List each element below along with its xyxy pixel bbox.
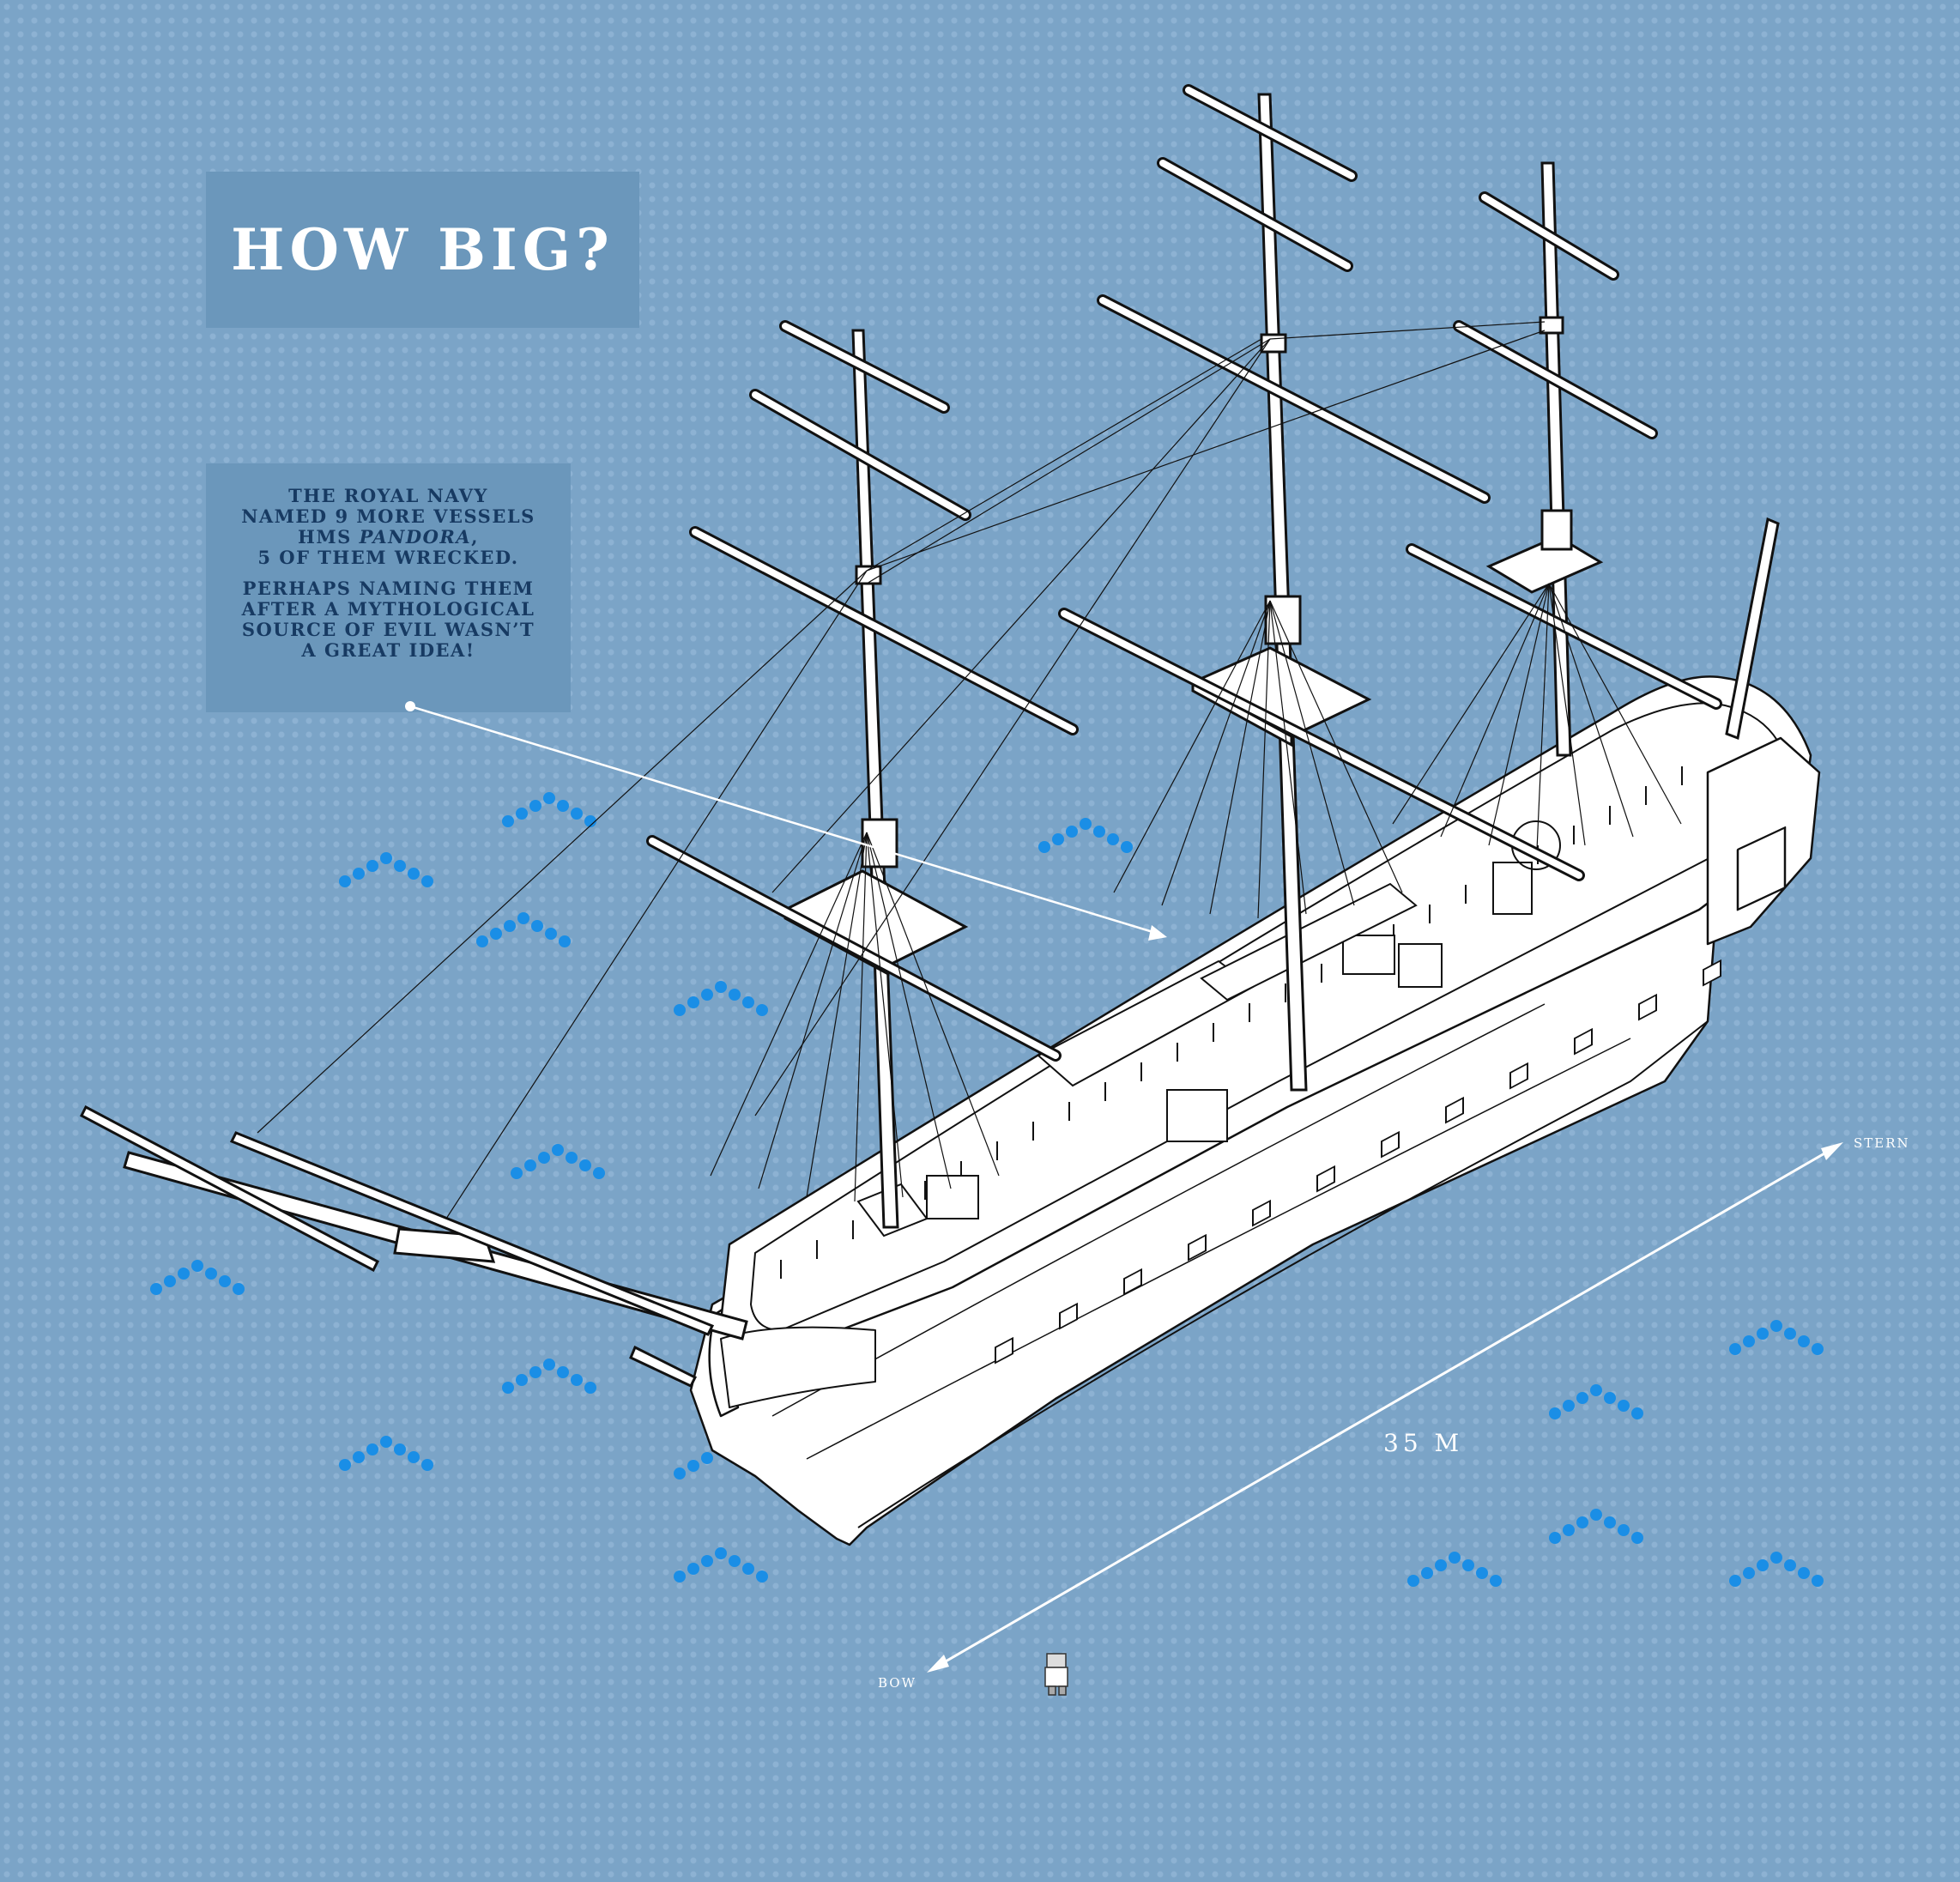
note-ship-name: PANDORA [359, 526, 472, 548]
page-title: HOW BIG? [231, 216, 614, 283]
note-panel: THE ROYAL NAVY NAMED 9 MORE VESSELS HMS … [206, 463, 571, 712]
annotation-pointer [405, 701, 1167, 941]
stern-label: STERN [1854, 1135, 1910, 1151]
note-line: A GREAT IDEA! [301, 639, 475, 661]
length-dimension-arrow [927, 1142, 1843, 1673]
note-line: PERHAPS NAMING THEM [242, 578, 535, 599]
ship-hull [689, 675, 1821, 1546]
gun-ports [780, 766, 1721, 1365]
yards-highlight [649, 87, 1720, 1059]
note-line: SOURCE OF EVIL WASN’T [241, 619, 535, 640]
rigging [257, 321, 1682, 1219]
bowsprit [80, 1104, 748, 1388]
deck-structures [856, 820, 1561, 1238]
note-line: NAMED 9 MORE VESSELS [241, 505, 535, 527]
scale-figure-icon [1044, 1653, 1068, 1696]
note-line: HMS [298, 526, 360, 548]
note-line: 5 OF THEM WRECKED. [257, 547, 519, 568]
title-panel: HOW BIG? [206, 172, 639, 328]
note-line: AFTER A MYTHOLOGICAL [241, 598, 535, 620]
note-line: THE ROYAL NAVY [288, 485, 488, 506]
note-line: , [471, 526, 479, 548]
length-label: 35 M [1383, 1429, 1464, 1457]
bow-label: BOW [878, 1675, 917, 1691]
ensign-staff [1725, 517, 1780, 741]
